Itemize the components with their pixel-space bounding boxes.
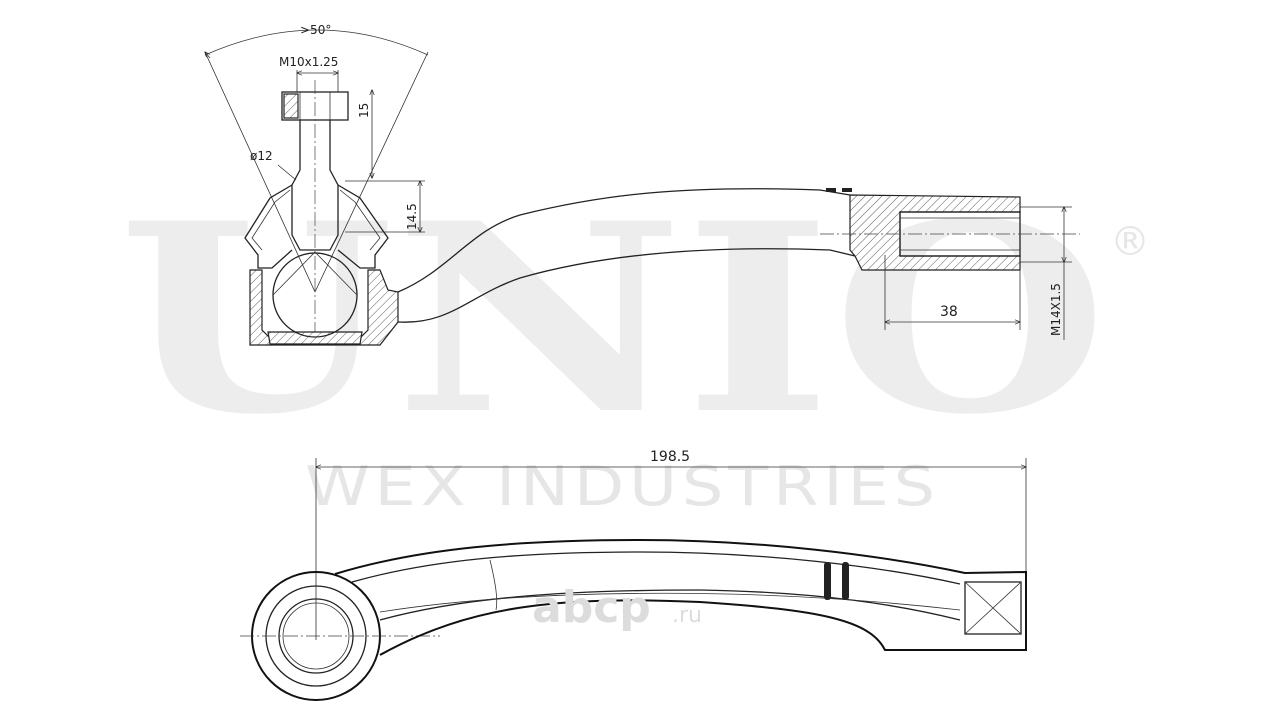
dim-stud-length: 15 — [357, 103, 371, 118]
watermark-company: WEX INDUSTRIES — [305, 455, 940, 518]
dim-angle: >50° — [300, 23, 331, 37]
dim-diameter: ø12 — [250, 149, 273, 163]
watermark-registered: ® — [1110, 219, 1150, 265]
site-watermark-suffix: .ru — [672, 603, 702, 628]
dim-overall-length: 198.5 — [650, 449, 690, 465]
plan-view: 198.5 — [240, 449, 1027, 701]
dim-thread-main: M14X1.5 — [1049, 283, 1063, 336]
dim-thread-depth: 38 — [940, 304, 958, 320]
site-watermark: abcp .ru — [532, 582, 702, 633]
dim-height: 14.5 — [405, 203, 419, 230]
dim-thread-stud: M10x1.25 — [279, 55, 338, 69]
side-section-view: >50° M10x1.25 15 ø12 14.5 — [205, 23, 1080, 346]
site-watermark-name: abcp — [532, 582, 651, 633]
watermark-brand: UNIO — [118, 167, 1108, 472]
